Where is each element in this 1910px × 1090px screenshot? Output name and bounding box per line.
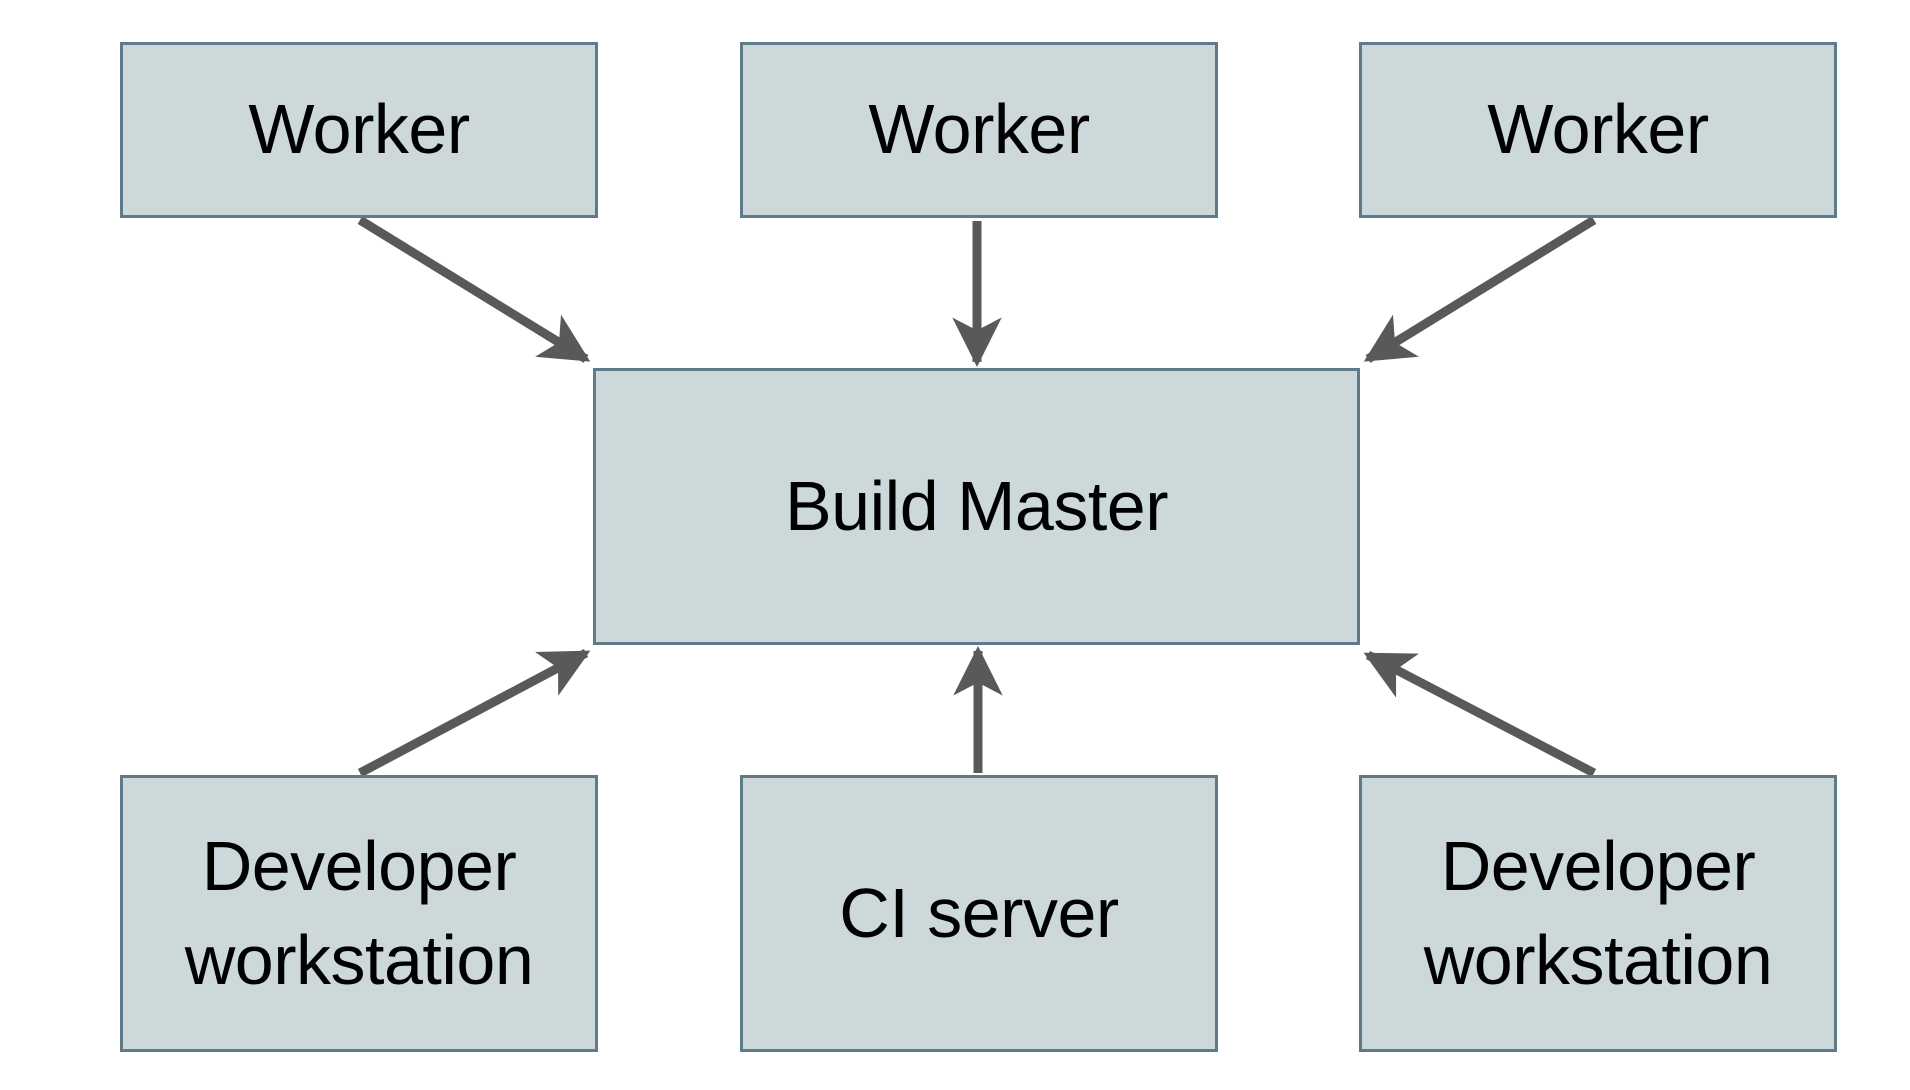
node-worker-3-label: Worker xyxy=(1487,90,1709,169)
node-worker-2: Worker xyxy=(740,42,1218,218)
node-worker-3: Worker xyxy=(1359,42,1837,218)
arrow-worker-3-to-build-master xyxy=(1363,216,1597,363)
node-worker-1: Worker xyxy=(120,42,598,218)
arrow-developer-workstation-right-to-build-master xyxy=(1363,651,1597,777)
arrow-worker-1-to-build-master xyxy=(357,216,591,363)
node-developer-workstation-left: Developer workstation xyxy=(120,775,598,1052)
node-developer-workstation-left-label: Developer workstation xyxy=(184,826,534,999)
node-worker-2-label: Worker xyxy=(868,90,1090,169)
node-ci-server: CI server xyxy=(740,775,1218,1052)
node-worker-1-label: Worker xyxy=(248,90,470,169)
arrow-developer-workstation-left-to-build-master xyxy=(357,649,591,777)
node-build-master-label: Build Master xyxy=(784,466,1169,545)
node-developer-workstation-right-label: Developer workstation xyxy=(1423,826,1773,999)
node-developer-workstation-right: Developer workstation xyxy=(1359,775,1837,1052)
node-build-master: Build Master xyxy=(593,368,1360,645)
node-ci-server-label: CI server xyxy=(839,873,1119,952)
